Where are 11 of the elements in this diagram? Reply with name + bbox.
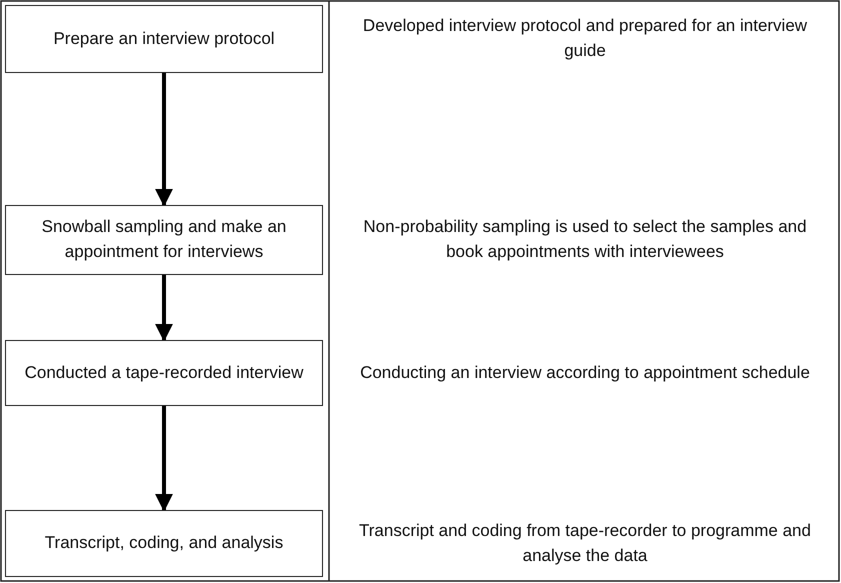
- description-text: Conducting an interview according to appointment schedule: [359, 362, 811, 384]
- arrow: [155, 406, 173, 512]
- description-text: Non-probability sampling is used to select the samples and book appointments with interviewees: [362, 216, 808, 263]
- process-box: Snowball sampling and make an appointment for interviews: [5, 205, 323, 275]
- process-box: Prepare an interview protocol: [5, 5, 323, 73]
- arrow: [155, 275, 173, 342]
- process-box: Transcript, coding, and analysis: [5, 510, 323, 577]
- description-text: Transcript and coding from tape-recorder to programme and analyse the data: [358, 520, 812, 566]
- process-box: Conducted a tape-recorded interview: [5, 340, 323, 406]
- arrow: [155, 73, 173, 207]
- description-text: Developed interview protocol and prepared for an interview guide: [362, 15, 808, 62]
